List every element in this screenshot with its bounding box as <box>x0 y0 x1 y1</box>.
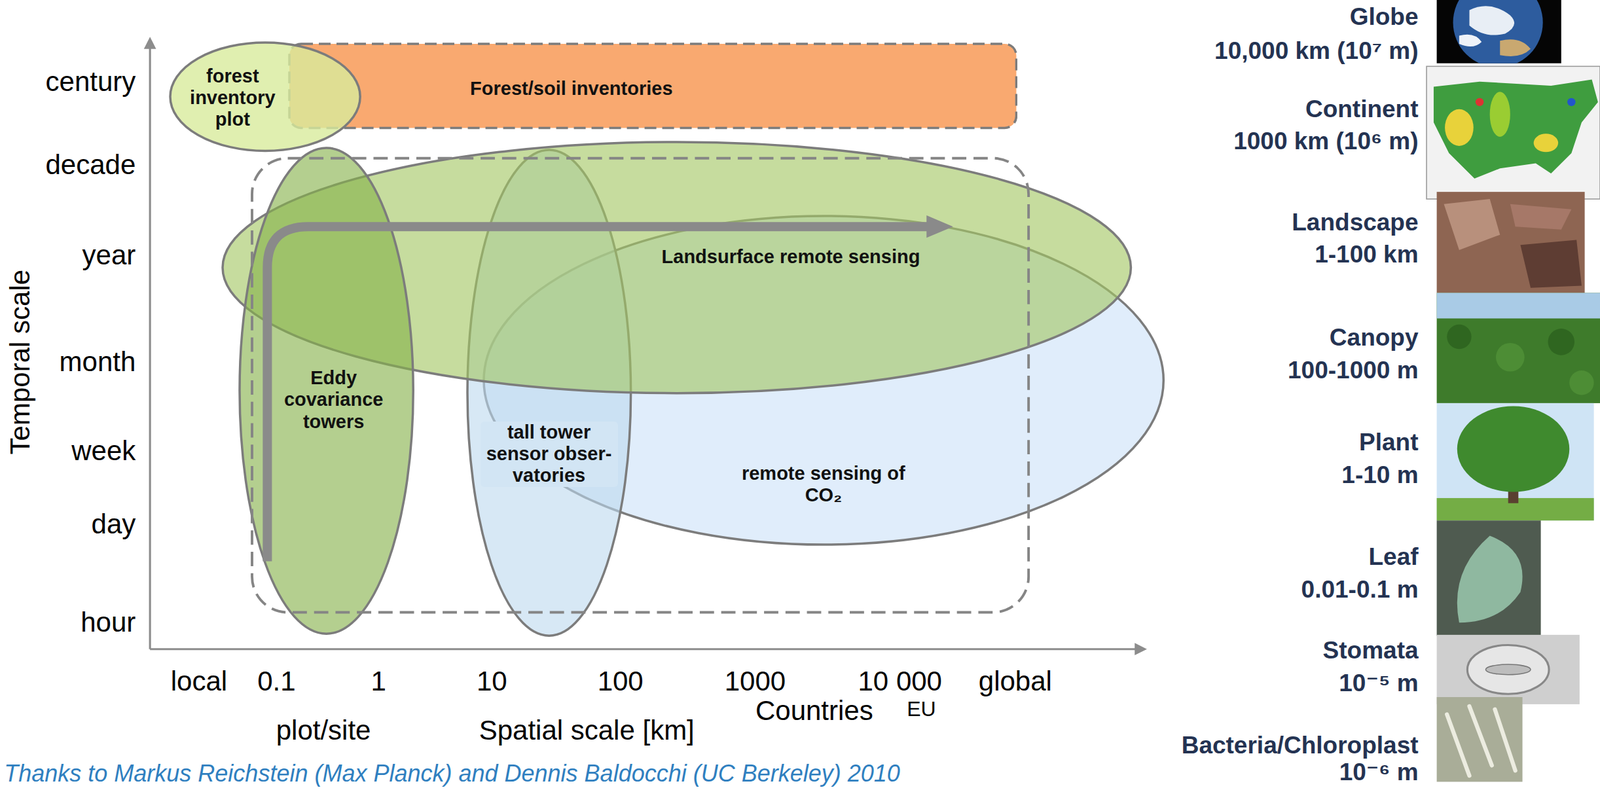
inventory-plot-ellipse: forest inventory plot <box>168 40 363 153</box>
axis-tick: decade <box>45 149 137 181</box>
axis-tick: 1 <box>371 665 387 698</box>
axis-note: EU <box>906 697 936 722</box>
scale-name: Leaf <box>1368 543 1419 572</box>
scale-size: 1-10 m <box>1341 461 1419 490</box>
region-label: Landsurface remote sensing <box>636 246 945 268</box>
scale-size: 100-1000 m <box>1287 356 1419 385</box>
axis-tick: 0.1 <box>257 665 296 698</box>
scale-size: 0.01-0.1 m <box>1301 576 1419 605</box>
scale-name: Canopy <box>1329 324 1419 353</box>
scale-name: Landscape <box>1291 208 1419 237</box>
region-label: remote sensing of CO₂ <box>741 462 906 507</box>
axis-tick: 10 000 <box>858 665 943 698</box>
region-label: Forest/soil inventories <box>427 77 716 100</box>
scale-size: 1000 km (10⁶ m) <box>1233 127 1419 156</box>
region-label: tall tower sensor obser- vatories <box>480 421 619 488</box>
axis-note: plot/site <box>276 714 372 747</box>
scale-size: 10⁻⁵ m <box>1338 669 1419 698</box>
axis-tick: global <box>978 665 1053 698</box>
axis-tick: day <box>91 508 137 541</box>
axis-tick: hour <box>80 606 136 639</box>
axis-note: Countries <box>755 695 874 727</box>
axis-tick: 1000 <box>724 665 786 698</box>
axis-tick: century <box>45 66 137 98</box>
axis-title: Temporal scale <box>4 269 37 455</box>
axis-tick: 10 <box>476 665 508 698</box>
scale-name: Stomata <box>1323 636 1419 666</box>
axis-tick: month <box>59 346 137 378</box>
scale-size: 10⁻⁶ m <box>1339 758 1419 787</box>
scale-name: Continent <box>1305 95 1419 124</box>
caption-text: Thanks to Markus Reichstein (Max Planck)… <box>3 760 901 787</box>
axis-title: Spatial scale [km] <box>479 714 695 747</box>
scale-size: 10,000 km (10⁷ m) <box>1214 37 1419 66</box>
scale-name: Plant <box>1359 428 1419 457</box>
region-label: forest inventory plot <box>176 65 289 131</box>
scale-name: Bacteria/Chloroplast <box>1181 731 1419 761</box>
axis-tick: 100 <box>597 665 644 698</box>
scale-name: Globe <box>1349 3 1419 32</box>
inventory-band: Forest/soil inventories <box>288 42 1018 129</box>
axis-tick: local <box>170 665 228 698</box>
axis-tick: week <box>71 435 136 467</box>
scale-size: 1-100 km <box>1314 240 1419 270</box>
axis-tick: year <box>82 239 137 272</box>
region-label: Eddy covariance towers <box>271 367 397 433</box>
